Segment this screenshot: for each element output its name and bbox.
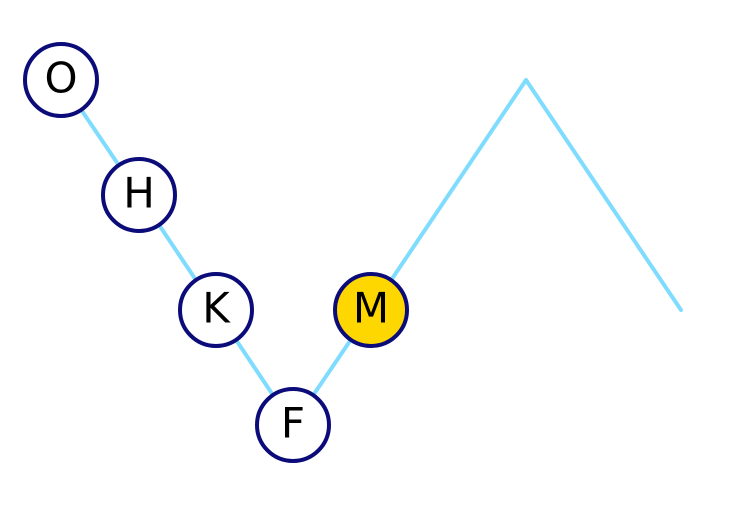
node-o: O <box>23 42 99 118</box>
edge-peak-end <box>524 78 683 312</box>
node-k-label: K <box>202 284 231 333</box>
node-f-circle <box>255 387 331 463</box>
nodes-layer: O H K F M <box>23 42 409 463</box>
node-f-label: F <box>281 399 305 448</box>
node-h: H <box>101 157 177 233</box>
node-k-circle <box>178 272 254 348</box>
node-m-circle <box>333 272 409 348</box>
node-h-label: H <box>123 169 155 218</box>
node-h-circle <box>101 157 177 233</box>
node-o-circle <box>23 42 99 118</box>
node-m: M <box>333 272 409 348</box>
node-k: K <box>178 272 254 348</box>
node-f: F <box>255 387 331 463</box>
edge-m-peak <box>369 78 528 312</box>
node-o-label: O <box>44 54 77 103</box>
edges-layer <box>59 78 683 427</box>
node-m-label: M <box>353 284 389 333</box>
